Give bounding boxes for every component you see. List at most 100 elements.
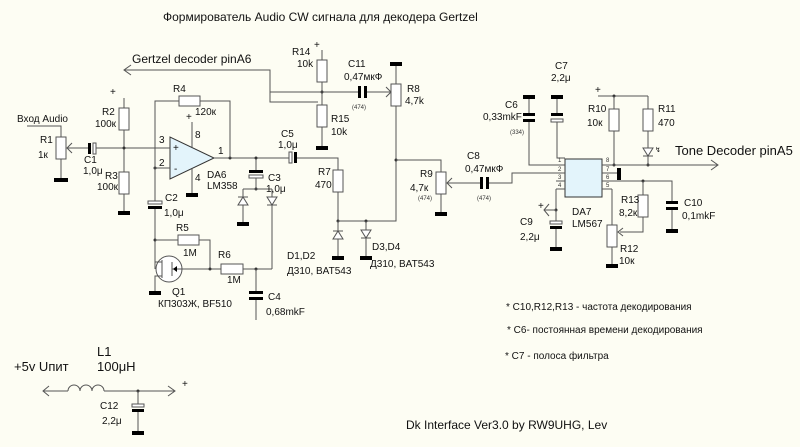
c2-capacitor: C2 1,0μ xyxy=(147,168,184,269)
svg-text:R12: R12 xyxy=(620,244,639,255)
r14-resistor xyxy=(316,59,328,83)
svg-text:R2: R2 xyxy=(102,107,115,118)
ground-icon xyxy=(360,256,372,260)
svg-text:2: 2 xyxy=(159,158,165,169)
ground-icon xyxy=(316,146,328,150)
ground-icon xyxy=(332,256,344,260)
svg-text:R13: R13 xyxy=(621,195,640,206)
ground-icon xyxy=(666,229,678,233)
svg-text:8,2к: 8,2к xyxy=(619,208,638,219)
power-filter: +5v Uпит L1 100μH + C12 2,2μ xyxy=(14,344,188,435)
wiper-arrow-icon xyxy=(617,227,624,237)
r10-resistor xyxy=(608,108,620,132)
svg-text:R6: R6 xyxy=(218,250,231,261)
r10-r11-led: + ↯ Tone Decoder pinA5 R10 10к R11 470 xyxy=(587,85,793,171)
wiper-arrow-icon xyxy=(385,86,392,98)
svg-text:8: 8 xyxy=(606,158,610,164)
c6-c7: C6 0,33mkF (334) C7 2,2μ xyxy=(483,61,571,166)
audio-input: Вход Audio R1 1к xyxy=(17,114,88,182)
svg-text:C10: C10 xyxy=(684,198,703,209)
svg-text:L1: L1 xyxy=(97,344,111,359)
ground-icon xyxy=(390,62,402,66)
svg-text:R15: R15 xyxy=(331,114,350,125)
svg-text:5: 5 xyxy=(606,183,610,189)
svg-text:LM358: LM358 xyxy=(207,181,238,192)
svg-text:D1,D2: D1,D2 xyxy=(287,251,316,262)
l1-inductor xyxy=(67,384,105,392)
svg-text:R11: R11 xyxy=(658,104,676,115)
agc-network: R5 1M R6 1M Q1 КП303Ж, BF510 xyxy=(149,223,272,310)
note: * C7 - полоса фильтра xyxy=(505,350,609,362)
arrow-right-icon xyxy=(710,159,719,171)
ground-icon xyxy=(550,247,562,251)
svg-text:+: + xyxy=(173,143,179,154)
r3-resistor xyxy=(118,171,130,195)
r12-potentiometer xyxy=(606,224,618,248)
r4-resistor xyxy=(178,95,201,107)
svg-text:C11: C11 xyxy=(348,59,366,70)
svg-text:+: + xyxy=(182,379,188,390)
svg-text:+: + xyxy=(314,40,320,51)
svg-text:C7: C7 xyxy=(555,61,568,72)
svg-text:1,0μ: 1,0μ xyxy=(278,140,298,151)
svg-text:7: 7 xyxy=(606,167,610,173)
ground-icon xyxy=(237,222,249,226)
svg-text:DA7: DA7 xyxy=(572,207,592,218)
ground-icon xyxy=(149,291,161,295)
svg-text:(474): (474) xyxy=(418,196,432,202)
r6-resistor xyxy=(220,263,244,275)
arrow-right-icon xyxy=(167,385,176,397)
svg-text:DA6: DA6 xyxy=(207,170,227,181)
opamp-symbol xyxy=(169,136,216,180)
arrow-left-icon xyxy=(123,64,132,76)
svg-text:C6: C6 xyxy=(505,100,518,111)
r13-resistor xyxy=(637,194,649,218)
svg-text:470: 470 xyxy=(315,180,332,191)
svg-text:100к: 100к xyxy=(95,119,117,130)
c9-capacitor: + C9 2,2μ xyxy=(520,189,563,251)
r7-resistor xyxy=(332,169,344,193)
svg-text:R7: R7 xyxy=(318,167,331,178)
r12-r13-c10: R13 8,2к R12 10к C10 0,1mkF xyxy=(606,179,715,268)
svg-text:0,47мкФ: 0,47мкФ xyxy=(344,72,383,83)
svg-text:(474): (474) xyxy=(477,196,491,202)
svg-text:R3: R3 xyxy=(105,171,118,182)
ground-icon xyxy=(186,193,198,197)
ground-icon xyxy=(132,431,144,435)
svg-text:3: 3 xyxy=(558,175,562,181)
r15-resistor xyxy=(316,104,328,128)
svg-text:10k: 10k xyxy=(331,127,348,138)
svg-text:+: + xyxy=(595,85,601,96)
svg-text:2,2μ: 2,2μ xyxy=(551,73,571,84)
schematic-title: Формирователь Audio CW сигнала для декод… xyxy=(163,10,478,24)
lm567-chip xyxy=(564,158,603,198)
svg-text:1M: 1M xyxy=(183,248,197,259)
svg-text:+: + xyxy=(110,87,116,98)
svg-text:C1: C1 xyxy=(84,155,97,166)
svg-text:R4: R4 xyxy=(173,84,186,95)
svg-text:100к: 100к xyxy=(97,182,119,193)
da6-opamp: + - + 3 2 8 4 1 DA6 LM358 xyxy=(153,112,289,197)
svg-text:0,1mkF: 0,1mkF xyxy=(682,211,715,222)
svg-text:1,0μ: 1,0μ xyxy=(266,184,286,195)
svg-text:R9: R9 xyxy=(420,169,433,180)
ground-icon xyxy=(54,178,68,182)
svg-text:8: 8 xyxy=(195,130,201,141)
gertzel-output: Gertzel decoder pinA6 xyxy=(123,52,318,103)
ground-icon xyxy=(435,212,447,216)
svg-text:R5: R5 xyxy=(176,223,189,234)
svg-text:↯: ↯ xyxy=(655,146,661,154)
svg-text:C2: C2 xyxy=(165,193,178,204)
power-label: +5v Uпит xyxy=(14,359,69,374)
svg-text:Q1: Q1 xyxy=(172,287,186,298)
r14-r15-c11-r8: + R14 10k R15 10k C11 0,47мкФ (474) R8 4… xyxy=(270,40,425,162)
svg-text:2,2μ: 2,2μ xyxy=(520,232,540,243)
r1-ref: R1 xyxy=(40,135,53,146)
tone-output-label: Tone Decoder pinA5 xyxy=(675,143,793,158)
design-notes: * C10,R12,R13 - частота декодирования * … xyxy=(505,302,703,362)
svg-text:1: 1 xyxy=(218,146,224,157)
svg-text:0,47мкФ: 0,47мкФ xyxy=(465,164,504,175)
svg-text:C3: C3 xyxy=(268,173,281,184)
svg-text:1,0μ: 1,0μ xyxy=(83,166,103,177)
svg-text:D3,D4: D3,D4 xyxy=(372,242,401,253)
